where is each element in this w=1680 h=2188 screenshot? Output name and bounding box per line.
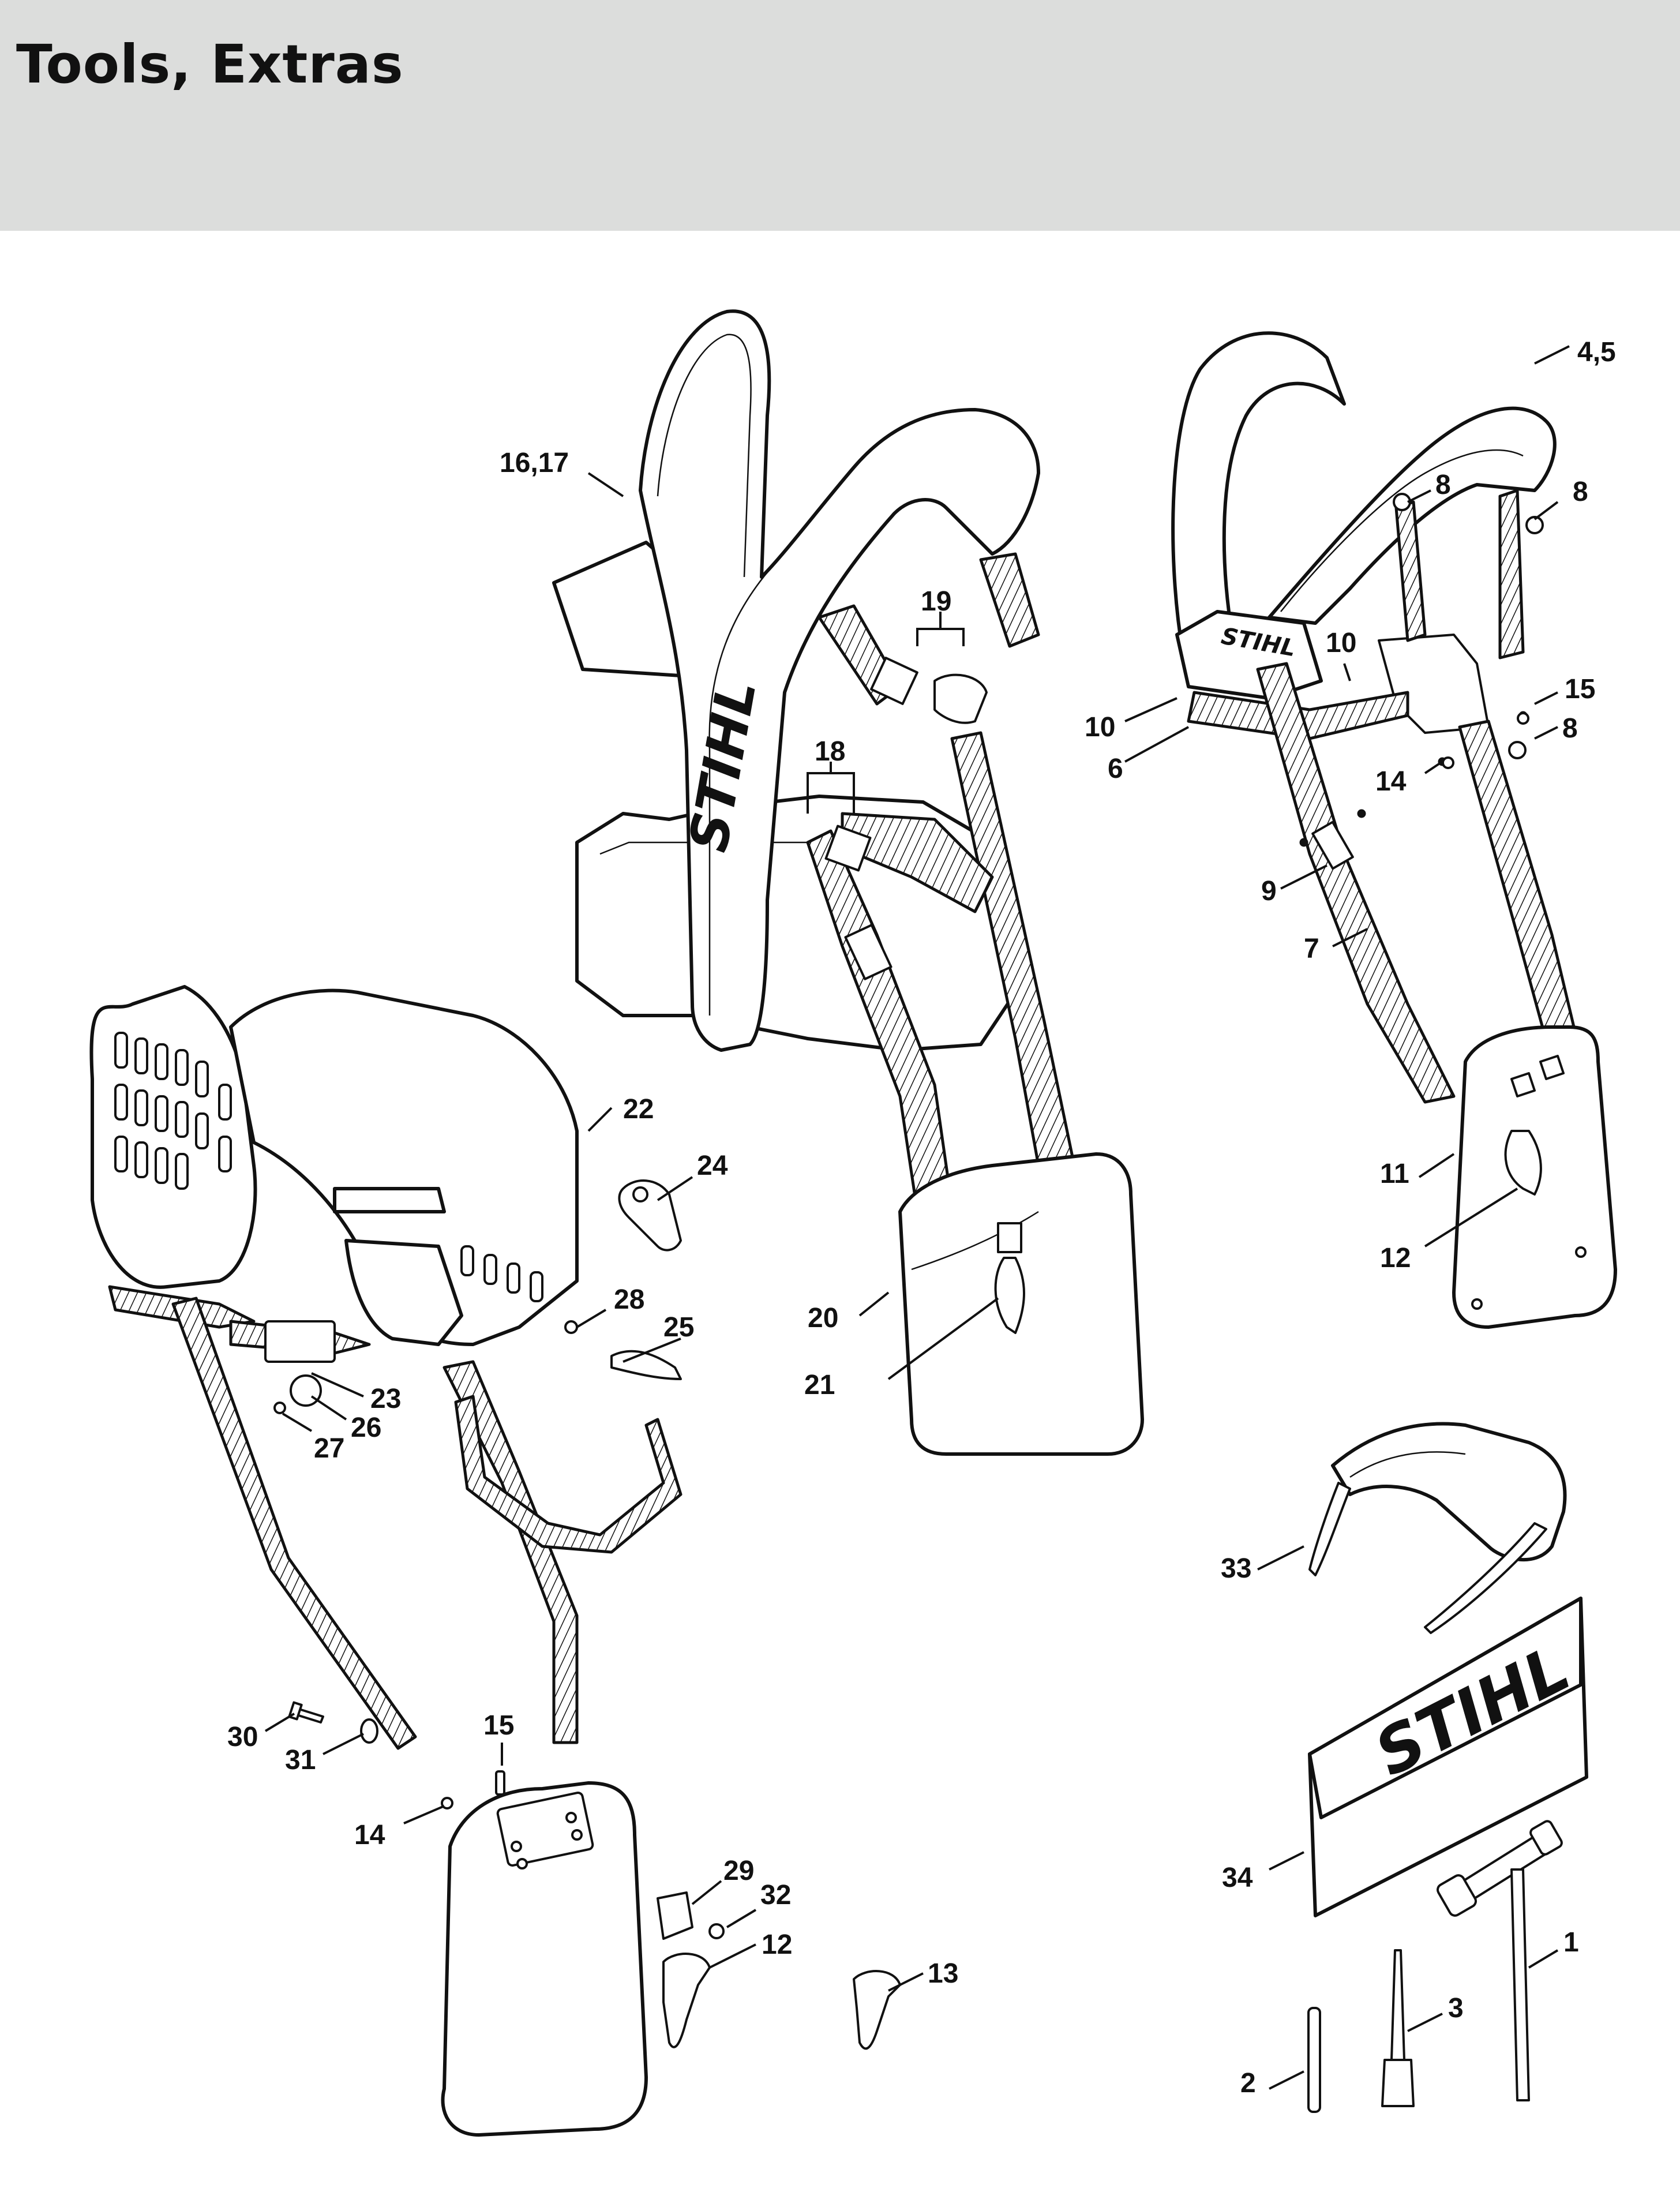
callout-7: 7 <box>1304 934 1319 964</box>
callout-11: 11 <box>1380 1159 1409 1189</box>
comfort-harness-4-5: STIHL <box>1171 331 1617 1329</box>
hip-pad-22 <box>441 1781 648 2137</box>
callout-9: 9 <box>1261 876 1277 906</box>
carabiner-12a <box>1504 1130 1542 1196</box>
callout-28: 28 <box>614 1284 644 1315</box>
nut-32 <box>708 1923 725 1939</box>
combination-wrench-1 <box>1437 1820 1563 2101</box>
screwdriver-3 <box>1381 1949 1415 2107</box>
callout-12b: 12 <box>762 1930 792 1960</box>
pin-2 <box>1307 2007 1321 2113</box>
callout-19: 19 <box>921 586 951 617</box>
callout-23: 23 <box>370 1384 401 1414</box>
carabiner-13 <box>853 1970 901 2050</box>
callout-8c: 8 <box>1562 713 1578 744</box>
carabiner-21 <box>994 1257 1025 1334</box>
callout-31: 31 <box>285 1745 316 1775</box>
callout-12a: 12 <box>1380 1243 1411 1273</box>
header-bar: Tools, Extras <box>0 0 1680 231</box>
page-title: Tools, Extras <box>16 33 404 95</box>
screw-15b <box>495 1770 505 1796</box>
callout-29: 29 <box>723 1856 754 1886</box>
back-plate-vents <box>114 1032 543 1302</box>
carabiner-12b <box>662 1953 711 2048</box>
carabiner-21-mount <box>997 1222 1022 1253</box>
callout-labels: 4,5 16,17 8 8 19 10 15 10 8 6 14 18 9 7 … <box>227 337 1616 2099</box>
callout-34: 34 <box>1222 1863 1253 1893</box>
full-harness-16-17: STIHL <box>552 309 1144 1456</box>
callout-4-5: 4,5 <box>1577 337 1616 368</box>
buckle-19-left <box>870 657 918 705</box>
washer-31 <box>360 1718 378 1744</box>
callout-8a: 8 <box>1435 470 1451 500</box>
leader-lines <box>264 345 1570 2090</box>
clip-29 <box>657 1891 693 1940</box>
callout-14a: 14 <box>1375 766 1407 797</box>
nut-14a <box>1442 756 1454 769</box>
forestry-harness-22 <box>89 985 682 2137</box>
callout-27: 27 <box>314 1433 344 1464</box>
callout-1: 1 <box>1563 1927 1579 1958</box>
callout-24: 24 <box>697 1151 728 1181</box>
buckle-23 <box>264 1320 336 1363</box>
nut-28 <box>564 1320 578 1334</box>
nut-15a <box>1517 712 1529 725</box>
callout-2: 2 <box>1240 2068 1256 2099</box>
callout-33: 33 <box>1221 1553 1251 1584</box>
callout-32: 32 <box>760 1880 791 1910</box>
callout-18: 18 <box>815 736 845 767</box>
safety-glasses-33 <box>1308 1422 1567 1634</box>
callout-20: 20 <box>808 1303 838 1333</box>
buckle-18-left <box>824 825 872 872</box>
callout-15a: 15 <box>1565 674 1595 705</box>
nut-14b <box>441 1797 453 1809</box>
callout-3: 3 <box>1448 1993 1464 2024</box>
callout-25: 25 <box>663 1312 694 1343</box>
disc-26 <box>290 1374 322 1407</box>
buckle-19-right <box>933 673 988 724</box>
slide-9 <box>1311 820 1354 870</box>
callout-6: 6 <box>1108 754 1123 784</box>
callout-15b: 15 <box>483 1710 514 1741</box>
slide-adjuster <box>844 924 892 980</box>
hook-25 <box>610 1350 682 1380</box>
callout-26: 26 <box>351 1413 381 1443</box>
callout-8b: 8 <box>1573 477 1588 507</box>
callout-13: 13 <box>928 1958 958 1989</box>
tool-pouch-34: STIHL <box>1308 1597 1588 1917</box>
callout-10a: 10 <box>1326 628 1356 658</box>
screw-30 <box>288 1701 324 1724</box>
callout-14b: 14 <box>354 1820 385 1850</box>
callout-30: 30 <box>227 1722 258 1752</box>
callout-10b: 10 <box>1085 712 1115 743</box>
callout-22: 22 <box>623 1094 654 1125</box>
callout-21: 21 <box>804 1370 835 1400</box>
callout-16-17: 16,17 <box>500 448 569 478</box>
washer-27 <box>273 1402 286 1414</box>
